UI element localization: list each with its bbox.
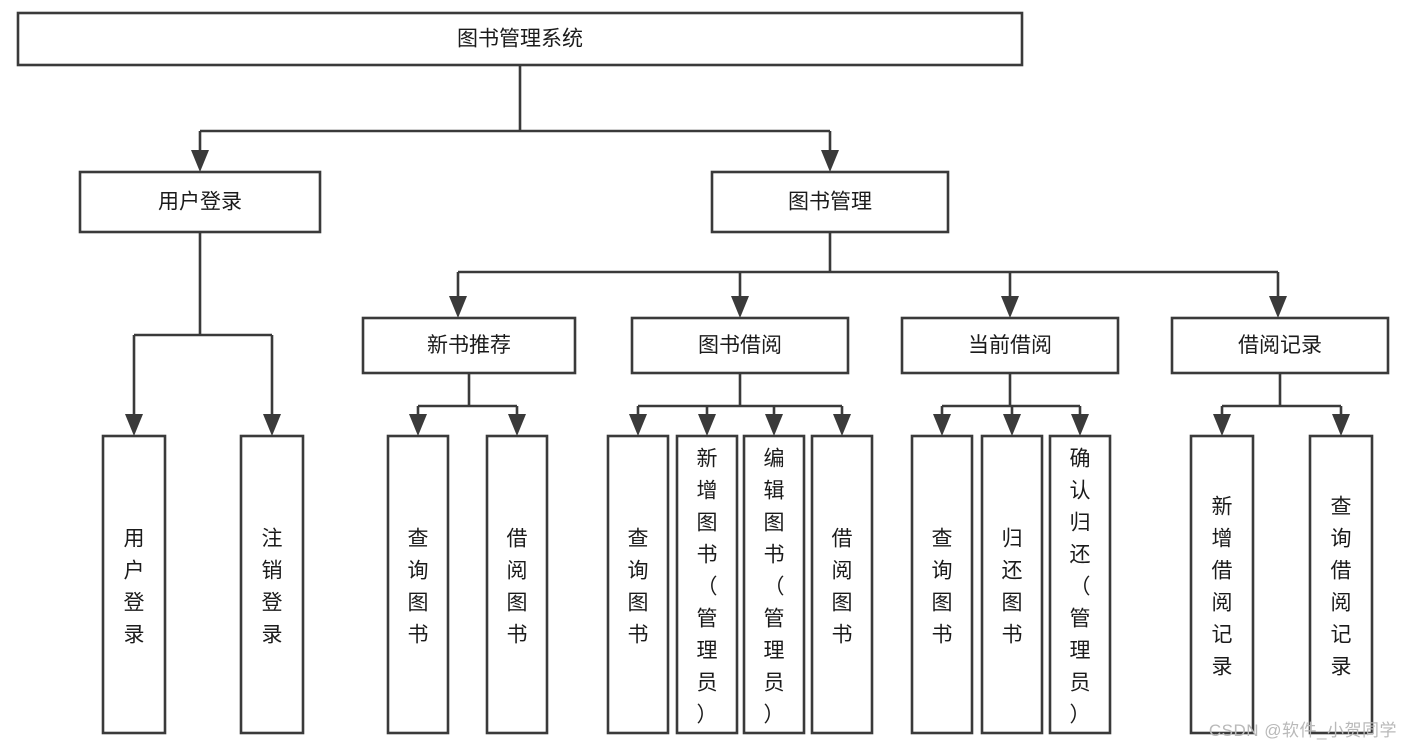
- node-label-user-login: 用户登录: [158, 191, 242, 214]
- arrow-head-icon: [1269, 296, 1287, 318]
- node-box-leaf-borrow-book[interactable]: [810, 434, 874, 735]
- node-label-current-borrow: 当前借阅: [968, 334, 1052, 357]
- node-box-book-management[interactable]: [710, 170, 950, 234]
- node-layer: 图书管理系统用户登录图书管理新书推荐图书借阅当前借阅借阅记录用户登录注销登录查询…: [16, 11, 1390, 735]
- node-box-leaf-query-book-current[interactable]: [910, 434, 974, 735]
- node-label-leaf-return-book: 归还图书: [1002, 527, 1023, 646]
- arrow-head-icon: [933, 414, 951, 436]
- node-box-leaf-query-book-recommend[interactable]: [386, 434, 450, 735]
- arrow-head-icon: [629, 414, 647, 436]
- arrow-head-icon: [765, 414, 783, 436]
- node-leaf-query-book-recommend[interactable]: 查询图书: [386, 434, 450, 735]
- node-label-borrow-record: 借阅记录: [1238, 334, 1322, 357]
- arrow-head-icon: [409, 414, 427, 436]
- node-box-leaf-user-logout[interactable]: [239, 434, 305, 735]
- node-leaf-user-login[interactable]: 用户登录: [101, 434, 167, 735]
- node-box-user-login[interactable]: [78, 170, 322, 234]
- node-box-leaf-borrow-book-recommend[interactable]: [485, 434, 549, 735]
- node-box-current-borrow[interactable]: [900, 316, 1120, 375]
- watermark-label: CSDN @软件_小贺同学: [1208, 721, 1397, 740]
- arrow-head-icon: [731, 296, 749, 318]
- node-user-login[interactable]: 用户登录: [78, 170, 322, 234]
- arrow-head-icon: [125, 414, 143, 436]
- node-label-leaf-user-login: 用户登录: [124, 527, 145, 646]
- node-borrow-record[interactable]: 借阅记录: [1170, 316, 1390, 375]
- node-label-leaf-query-book-current: 查询图书: [932, 527, 953, 646]
- node-label-leaf-edit-book-admin: 编辑图书（管理员）: [764, 447, 785, 726]
- node-leaf-confirm-return-admin[interactable]: 确认归还（管理员）: [1048, 434, 1112, 735]
- node-root[interactable]: 图书管理系统: [16, 11, 1024, 67]
- node-label-leaf-query-borrow-record: 查询借阅记录: [1331, 495, 1352, 678]
- node-label-leaf-user-logout: 注销登录: [262, 527, 283, 646]
- node-leaf-add-borrow-record[interactable]: 新增借阅记录: [1189, 434, 1255, 735]
- node-leaf-query-borrow-record[interactable]: 查询借阅记录: [1308, 434, 1374, 735]
- node-label-leaf-confirm-return-admin: 确认归还（管理员）: [1070, 447, 1091, 726]
- arrow-head-icon: [698, 414, 716, 436]
- node-box-leaf-add-borrow-record[interactable]: [1189, 434, 1255, 735]
- node-box-root[interactable]: [16, 11, 1024, 67]
- node-box-leaf-return-book[interactable]: [980, 434, 1044, 735]
- node-label-new-book-recommend: 新书推荐: [427, 334, 511, 357]
- node-label-leaf-query-book-borrow: 查询图书: [628, 527, 649, 646]
- node-box-new-book-recommend[interactable]: [361, 316, 577, 375]
- node-box-leaf-user-login[interactable]: [101, 434, 167, 735]
- node-label-root: 图书管理系统: [457, 28, 583, 51]
- node-leaf-query-book-current[interactable]: 查询图书: [910, 434, 974, 735]
- node-label-leaf-query-book-recommend: 查询图书: [408, 527, 429, 646]
- arrow-head-icon: [1003, 414, 1021, 436]
- node-label-leaf-borrow-book-recommend: 借阅图书: [507, 527, 528, 646]
- node-box-leaf-query-book-borrow[interactable]: [606, 434, 670, 735]
- connector-layer: [125, 65, 1350, 436]
- node-label-leaf-add-book-admin: 新增图书（管理员）: [697, 447, 718, 726]
- node-box-borrow-record[interactable]: [1170, 316, 1390, 375]
- arrow-head-icon: [1332, 414, 1350, 436]
- arrow-head-icon: [821, 150, 839, 172]
- node-book-borrow[interactable]: 图书借阅: [630, 316, 850, 375]
- node-new-book-recommend[interactable]: 新书推荐: [361, 316, 577, 375]
- node-label-leaf-add-borrow-record: 新增借阅记录: [1212, 495, 1233, 678]
- node-leaf-edit-book-admin[interactable]: 编辑图书（管理员）: [742, 434, 806, 735]
- node-leaf-return-book[interactable]: 归还图书: [980, 434, 1044, 735]
- node-box-leaf-query-borrow-record[interactable]: [1308, 434, 1374, 735]
- arrow-head-icon: [1213, 414, 1231, 436]
- node-label-book-borrow: 图书借阅: [698, 334, 782, 357]
- node-leaf-borrow-book[interactable]: 借阅图书: [810, 434, 874, 735]
- arrow-head-icon: [1001, 296, 1019, 318]
- node-label-book-management: 图书管理: [788, 191, 872, 214]
- node-leaf-user-logout[interactable]: 注销登录: [239, 434, 305, 735]
- arrow-head-icon: [833, 414, 851, 436]
- arrow-head-icon: [508, 414, 526, 436]
- node-box-leaf-edit-book-admin[interactable]: [742, 434, 806, 735]
- node-leaf-add-book-admin[interactable]: 新增图书（管理员）: [675, 434, 739, 735]
- arrow-head-icon: [263, 414, 281, 436]
- node-leaf-borrow-book-recommend[interactable]: 借阅图书: [485, 434, 549, 735]
- node-book-management[interactable]: 图书管理: [710, 170, 950, 234]
- node-leaf-query-book-borrow[interactable]: 查询图书: [606, 434, 670, 735]
- arrow-head-icon: [449, 296, 467, 318]
- node-current-borrow[interactable]: 当前借阅: [900, 316, 1120, 375]
- node-box-leaf-confirm-return-admin[interactable]: [1048, 434, 1112, 735]
- arrow-head-icon: [1071, 414, 1089, 436]
- node-box-leaf-add-book-admin[interactable]: [675, 434, 739, 735]
- node-label-leaf-borrow-book: 借阅图书: [832, 527, 853, 646]
- node-box-book-borrow[interactable]: [630, 316, 850, 375]
- arrow-head-icon: [191, 150, 209, 172]
